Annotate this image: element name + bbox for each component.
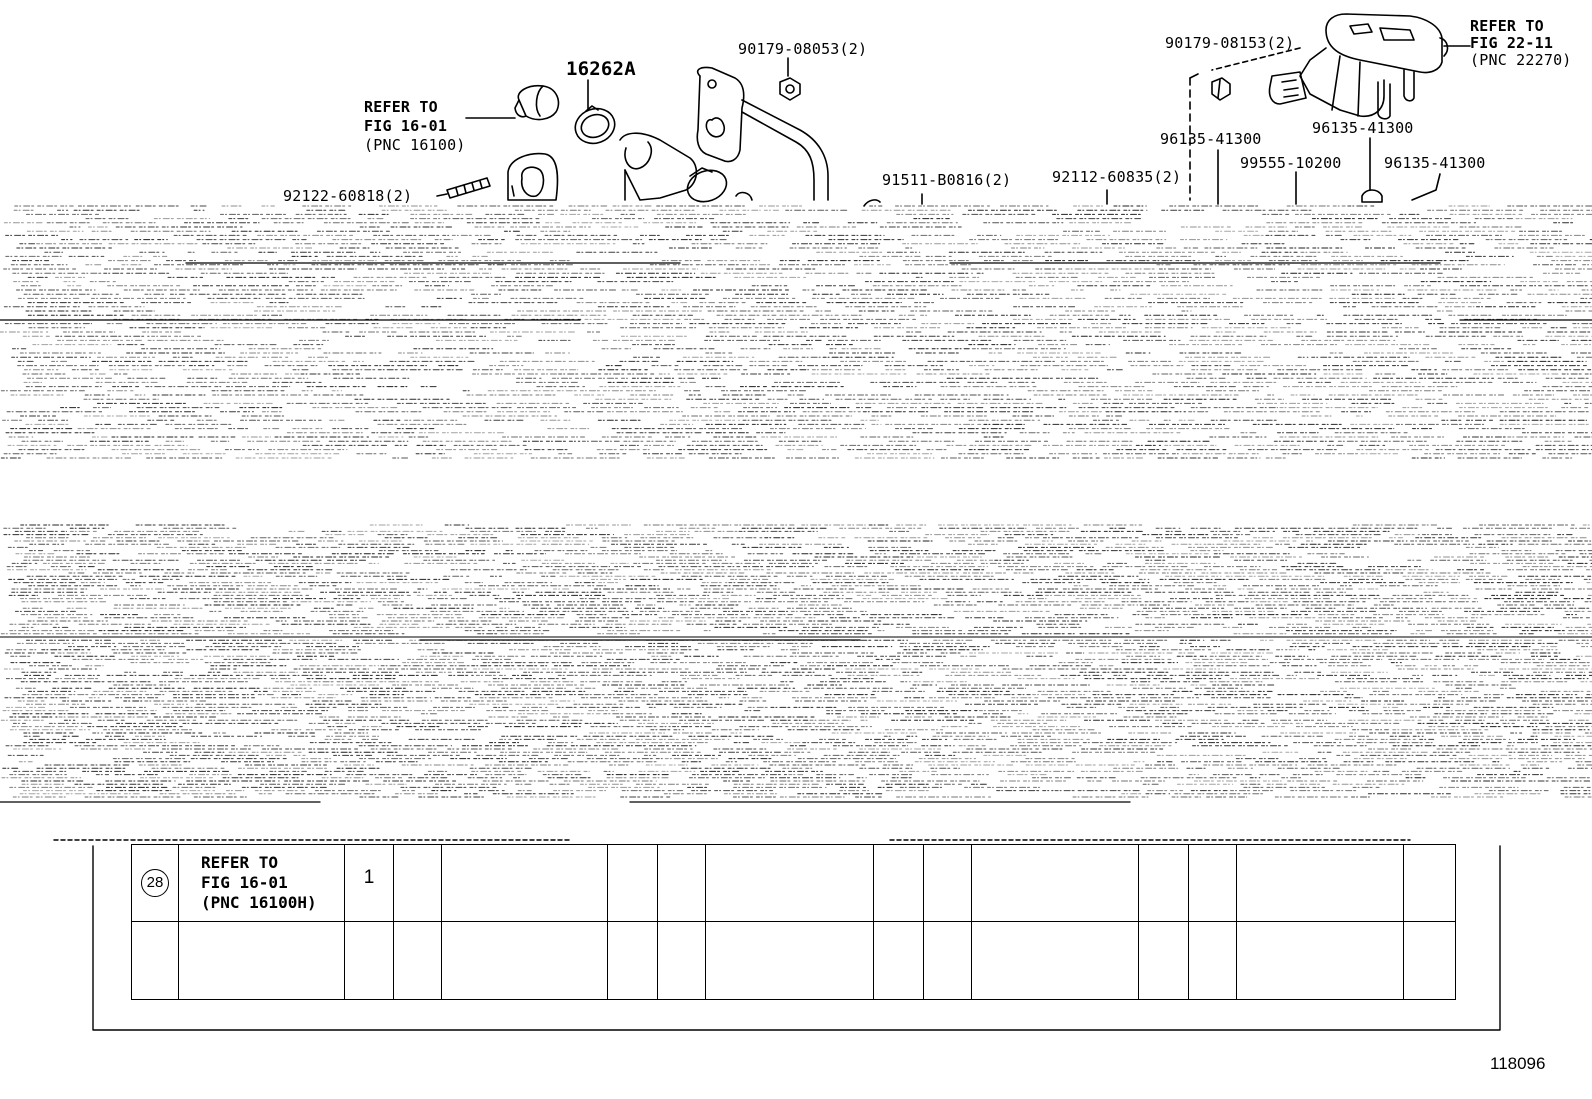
legend-line1: REFER TO [201, 853, 279, 872]
legend-cell [705, 921, 874, 1000]
hose-end-icon [517, 84, 560, 121]
part-label-92112-60835: 92112-60835(2) [1052, 168, 1182, 186]
legend-cell [705, 844, 874, 922]
legend-cell [1138, 921, 1189, 1000]
refer-left-line1: REFER TO [364, 98, 438, 116]
legend-cell [923, 921, 972, 1000]
legend-cell [657, 844, 706, 922]
legend-refer-cell: REFER TO FIG 16-01 (PNC 16100H) [178, 844, 345, 922]
legend-cell [1188, 844, 1237, 922]
legend-cell [393, 921, 442, 1000]
legend-table: 28 REFER TO FIG 16-01 (PNC 16100H) 1 [131, 844, 1456, 1000]
stud-icon [446, 177, 491, 199]
refer-left-line2: FIG 16-01 [364, 117, 448, 135]
legend-number-cell: 28 [131, 844, 179, 922]
band-rules [0, 262, 1592, 803]
clamp-icon [574, 107, 616, 145]
refer-to-left-label: REFER TO FIG 16-01 (PNC 16100) [364, 98, 466, 155]
legend-cell [1236, 844, 1404, 922]
hose-icon [619, 132, 698, 201]
part-label-96135-41300-a: 96135-41300 [1160, 130, 1262, 148]
figure-id: 118096 [1490, 1054, 1546, 1073]
legend-cell [344, 921, 394, 1000]
nut-icon [779, 77, 801, 101]
refer-right-line3: (PNC 22270) [1470, 51, 1572, 69]
part-label-92122-60818: 92122-60818(2) [283, 187, 413, 205]
legend-cell [1236, 921, 1404, 1000]
legend-cell [178, 921, 345, 1000]
part-label-90179-08153: 90179-08153(2) [1165, 34, 1295, 52]
legend-cell [971, 921, 1139, 1000]
sensor-body-icon [1325, 13, 1443, 74]
nut-icon-2 [1211, 77, 1231, 101]
part-label-96135-41300-b: 96135-41300 [1312, 119, 1414, 137]
refer-to-right-label: REFER TO FIG 22-11 (PNC 22270) [1470, 18, 1572, 69]
part-label-99555-10200: 99555-10200 [1240, 154, 1342, 172]
legend-cell [971, 844, 1139, 922]
pipe-flange-icon [696, 66, 745, 163]
legend-number: 28 [141, 869, 169, 897]
tube-icon [1377, 81, 1391, 120]
refer-right-line2: FIG 22-11 [1470, 34, 1554, 52]
legend-cell [873, 921, 924, 1000]
clamp-icon-2 [686, 169, 728, 203]
legend-cell [441, 844, 608, 922]
legend-cell [393, 844, 442, 922]
legend-row-empty [131, 921, 1456, 1000]
part-label-16262a: 16262A [566, 58, 636, 80]
legend-cell [131, 921, 179, 1000]
legend-cell [923, 844, 972, 922]
legend-cell [657, 921, 706, 1000]
refer-right-line1: REFER TO [1470, 17, 1544, 35]
legend-cell [1138, 844, 1189, 922]
legend-qty: 1 [344, 844, 394, 922]
legend-frame [53, 839, 1501, 1031]
part-label-91511-b0816: 91511-B0816(2) [882, 171, 1012, 189]
legend-cell [1403, 921, 1456, 1000]
legend-cell [873, 844, 924, 922]
leader-96135-c [1411, 173, 1441, 201]
connector-icon [1268, 71, 1307, 105]
refer-left-line3: (PNC 16100) [364, 136, 466, 154]
legend-cell [607, 844, 658, 922]
legend-row: 28 REFER TO FIG 16-01 (PNC 16100H) 1 [131, 844, 1456, 922]
legend-line2: FIG 16-01 [201, 873, 288, 892]
leader-90179-08153 [1211, 47, 1301, 71]
legend-cell [1188, 921, 1237, 1000]
legend-cell [1403, 844, 1456, 922]
dither-band [0, 205, 1592, 798]
leader-92122 [436, 193, 448, 197]
gasket-icon [507, 152, 559, 201]
part-label-90179-08053: 90179-08053(2) [738, 40, 868, 58]
part-label-96135-41300-c: 96135-41300 [1384, 154, 1486, 172]
legend-line3: (PNC 16100H) [201, 893, 317, 912]
legend-cell [607, 921, 658, 1000]
legend-cell [441, 921, 608, 1000]
